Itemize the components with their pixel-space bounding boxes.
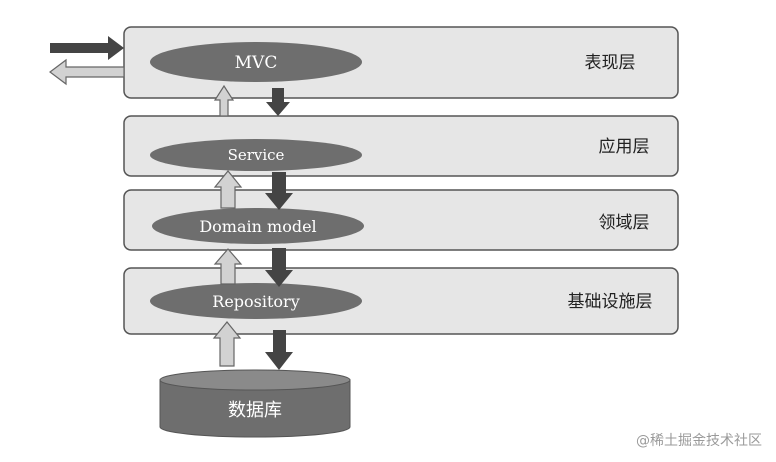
down-arrow-repository-to-database — [265, 330, 293, 370]
database-body — [159, 379, 351, 438]
database-top — [159, 369, 351, 391]
domain-model-ellipse — [152, 208, 364, 244]
layer-application-label: 应用层 — [599, 137, 650, 157]
repository-ellipse — [150, 283, 362, 319]
down-arrow-service-to-domain — [265, 172, 293, 210]
up-arrow-repository-to-domain — [213, 248, 243, 285]
layer-application: Service 应用层 — [123, 115, 679, 177]
mvc-label: MVC — [235, 53, 278, 73]
up-arrow-service-to-mvc — [213, 84, 235, 117]
layer-domain: Domain model 领域层 — [123, 189, 679, 251]
up-arrow-database-to-repository — [212, 321, 242, 367]
database-label: 数据库 — [228, 400, 282, 421]
layer-presentation-label: 表现层 — [585, 53, 636, 73]
repository-label: Repository — [212, 292, 299, 311]
mvc-ellipse — [150, 42, 362, 82]
layer-presentation: MVC 表现层 — [123, 26, 679, 99]
service-label: Service — [228, 146, 285, 164]
request-in-arrow — [50, 36, 124, 60]
watermark: @稀土掘金技术社区 — [636, 433, 762, 449]
layer-infrastructure: Repository 基础设施层 — [123, 267, 679, 335]
domain-model-label: Domain model — [199, 217, 316, 236]
down-arrow-domain-to-repository — [265, 248, 293, 287]
database-cylinder: 数据库 — [159, 369, 351, 438]
response-out-arrow — [49, 58, 125, 86]
layer-domain-label: 领域层 — [599, 213, 650, 233]
layer-infrastructure-label: 基础设施层 — [568, 292, 653, 312]
up-arrow-domain-to-service — [213, 170, 243, 209]
down-arrow-mvc-to-service — [266, 88, 290, 116]
service-ellipse — [150, 139, 362, 171]
